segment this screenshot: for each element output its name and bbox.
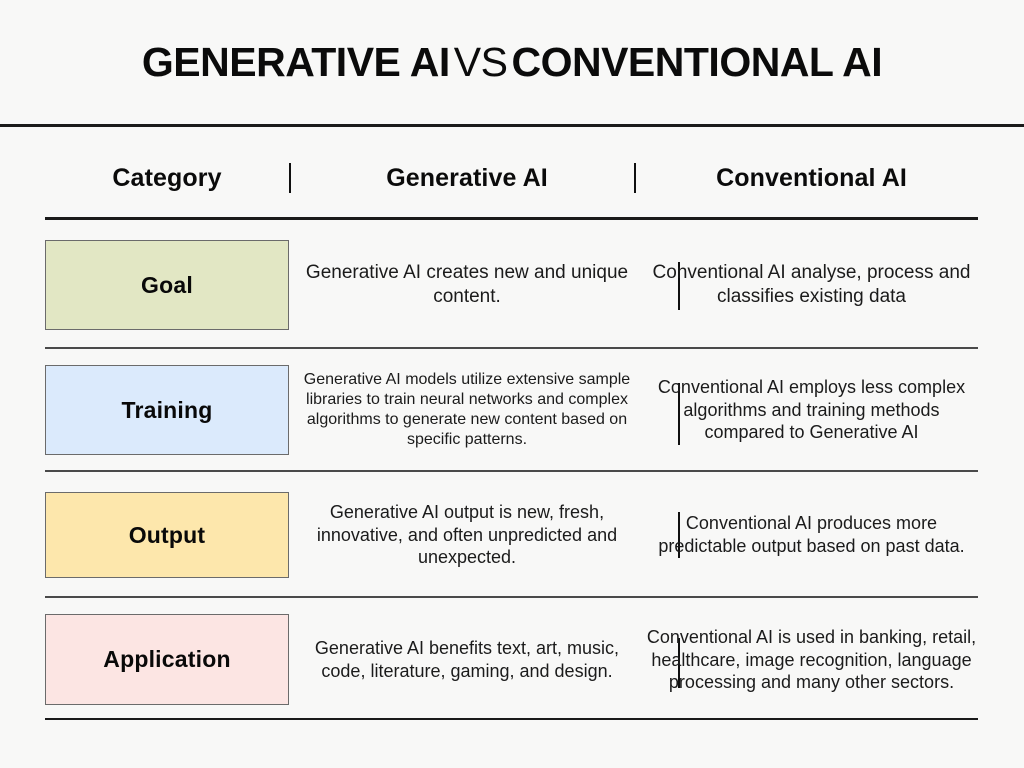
conventional-cell: Conventional AI produces more predictabl… [645, 492, 978, 578]
header-divider-2 [634, 163, 636, 193]
row-separator [45, 596, 978, 598]
header-bottom-rule [45, 217, 978, 220]
conventional-cell: Conventional AI analyse, process and cla… [645, 240, 978, 330]
generative-text: Generative AI models utilize extensive s… [303, 370, 631, 449]
row-separator [45, 347, 978, 349]
row-divider [678, 262, 680, 310]
generative-text: Generative AI output is new, fresh, inno… [316, 501, 618, 568]
title-vs: VS [453, 39, 508, 85]
generative-text: Generative AI benefits text, art, music,… [314, 638, 620, 681]
column-header-category: Category [112, 163, 222, 192]
conventional-cell: Conventional AI employs less complex alg… [645, 351, 978, 469]
title-part-generative: GENERATIVE AI [141, 39, 450, 85]
table-row: Application Generative AI benefits text,… [45, 614, 978, 705]
category-box-output: Output [45, 492, 289, 578]
category-box-training: Training [45, 365, 289, 455]
generative-cell: Generative AI models utilize extensive s… [300, 351, 634, 469]
conventional-cell: Conventional AI is used in banking, reta… [645, 608, 978, 712]
category-box-application: Application [45, 614, 289, 705]
generative-cell: Generative AI output is new, fresh, inno… [300, 492, 634, 578]
conventional-text: Conventional AI employs less complex alg… [657, 376, 966, 443]
category-label: Application [103, 646, 231, 672]
table-row: Output Generative AI output is new, fres… [45, 492, 978, 578]
category-box-goal: Goal [45, 240, 289, 330]
table-row: Training Generative AI models utilize ex… [45, 365, 978, 455]
category-label: Output [128, 521, 206, 548]
title-band: GENERATIVE AIVSCONVENTIONAL AI [0, 0, 1024, 125]
conventional-text: Conventional AI is used in banking, reta… [646, 626, 977, 693]
generative-text: Generative AI creates new and unique con… [305, 262, 629, 307]
table-header-row: Category Generative AI Conventional AI [45, 150, 978, 206]
category-label: Goal [141, 271, 193, 298]
conventional-text: Conventional AI produces more predictabl… [658, 513, 965, 556]
category-label: Training [121, 396, 213, 423]
column-header-generative-ai: Generative AI [386, 163, 548, 192]
column-header-conventional-ai: Conventional AI [716, 163, 907, 192]
generative-cell: Generative AI benefits text, art, music,… [300, 608, 634, 712]
page-title: GENERATIVE AIVSCONVENTIONAL AI [141, 39, 883, 85]
title-part-conventional: CONVENTIONAL AI [511, 39, 883, 85]
table-row: Goal Generative AI creates new and uniqu… [45, 240, 978, 330]
conventional-text: Conventional AI analyse, process and cla… [652, 262, 971, 307]
row-divider [678, 638, 680, 688]
row-separator [45, 718, 978, 720]
header-divider-1 [289, 163, 291, 193]
row-divider [678, 512, 680, 558]
row-divider [678, 383, 680, 445]
generative-cell: Generative AI creates new and unique con… [300, 240, 634, 330]
title-divider [0, 124, 1024, 127]
row-separator [45, 470, 978, 472]
